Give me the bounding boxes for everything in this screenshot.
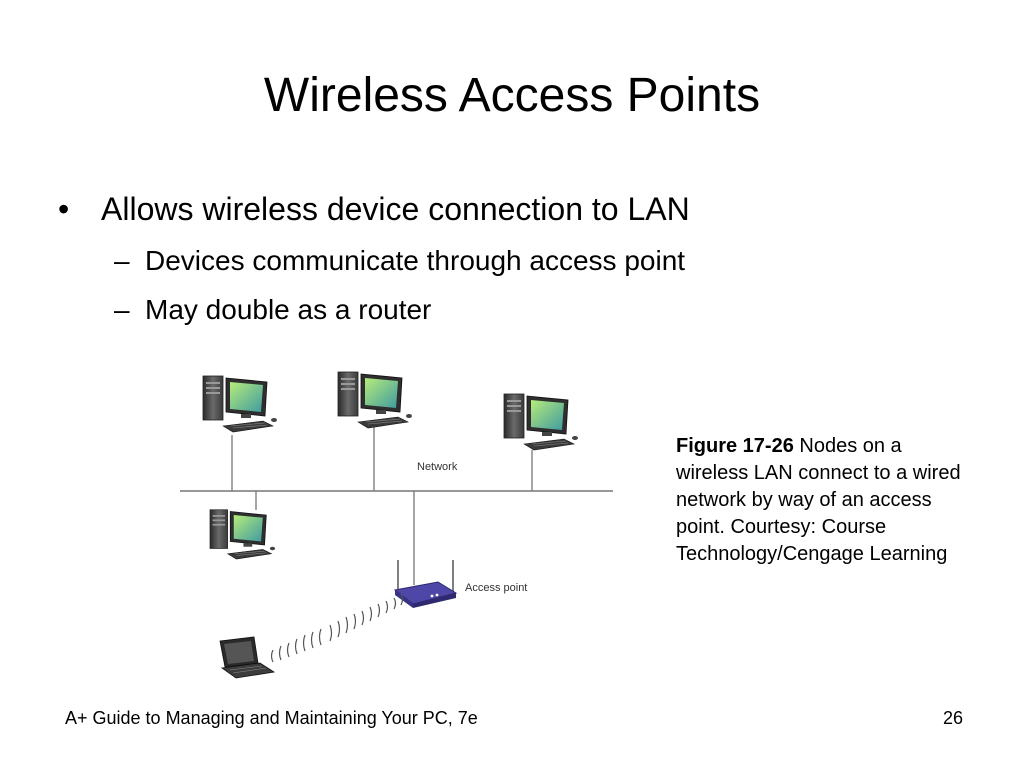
- network-label: Network: [417, 461, 458, 473]
- figure-number: Figure 17-26: [676, 435, 794, 457]
- sub-bullet-item: – May double as a router: [58, 285, 958, 334]
- bullet-list: • Allows wireless device connection to L…: [58, 182, 958, 334]
- sub-bullet-text: May double as a router: [145, 294, 432, 325]
- desktop-computer-icon: [503, 393, 579, 451]
- figure-caption: Figure 17-26 Nodes on a wireless LAN con…: [676, 433, 976, 568]
- sub-bullet-dash: –: [114, 294, 130, 325]
- access-point-label: Access point: [465, 582, 527, 594]
- sub-bullet-dash: –: [114, 245, 130, 276]
- laptop-icon: [219, 636, 276, 679]
- figure-caption-text: Nodes on a wireless LAN connect to a wir…: [676, 435, 961, 565]
- bullet-dot: •: [58, 191, 70, 227]
- desktop-computer-icon: [337, 371, 413, 429]
- bullet-item: • Allows wireless device connection to L…: [58, 182, 958, 236]
- footer-page-number: 26: [942, 708, 963, 728]
- desktop-computer-icon: [209, 509, 276, 560]
- network-diagram: Network Access point: [170, 360, 630, 690]
- sub-bullet-item: – Devices communicate through access poi…: [58, 236, 958, 285]
- sub-bullet-text: Devices communicate through access point: [145, 245, 686, 276]
- network-diagram-svg: Network Access point: [180, 371, 613, 679]
- slide-title: Wireless Access Points: [263, 69, 761, 122]
- wireless-signal-icon: [270, 593, 404, 663]
- access-point-icon: [393, 560, 458, 608]
- desktop-computer-icon: [202, 375, 278, 433]
- footer-book-title: A+ Guide to Managing and Maintaining You…: [65, 708, 478, 728]
- bullet-text: Allows wireless device connection to LAN: [101, 191, 690, 227]
